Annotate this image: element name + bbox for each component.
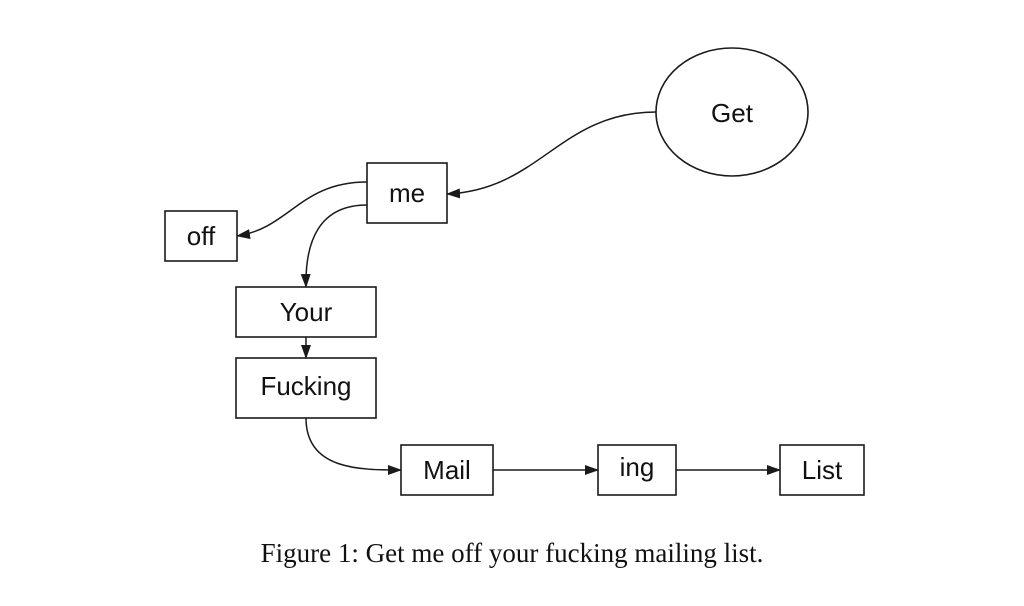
node-mail-label: Mail (423, 455, 471, 485)
node-list-label: List (802, 455, 843, 485)
node-ing-label: ing (620, 452, 655, 482)
edge-me-to-your (300, 204, 368, 288)
node-me-label: me (389, 178, 425, 208)
node-your-label: Your (280, 297, 333, 327)
node-me: me (366, 162, 448, 224)
node-get-label: Get (711, 98, 754, 128)
node-fucking: Fucking (235, 357, 377, 419)
edge-get-to-me (446, 111, 657, 199)
node-off-label: off (187, 221, 216, 251)
node-list: List (779, 444, 865, 496)
node-fucking-label: Fucking (260, 371, 351, 401)
edge-me-to-off (236, 181, 368, 239)
node-your: Your (235, 286, 377, 338)
edge-fucking-to-mail (305, 417, 402, 475)
node-get: Get (655, 47, 809, 177)
node-ing: ing (597, 444, 677, 496)
node-off: off (164, 210, 238, 262)
node-mail: Mail (400, 444, 494, 496)
figure-caption: Figure 1: Get me off your fucking mailin… (261, 538, 764, 568)
